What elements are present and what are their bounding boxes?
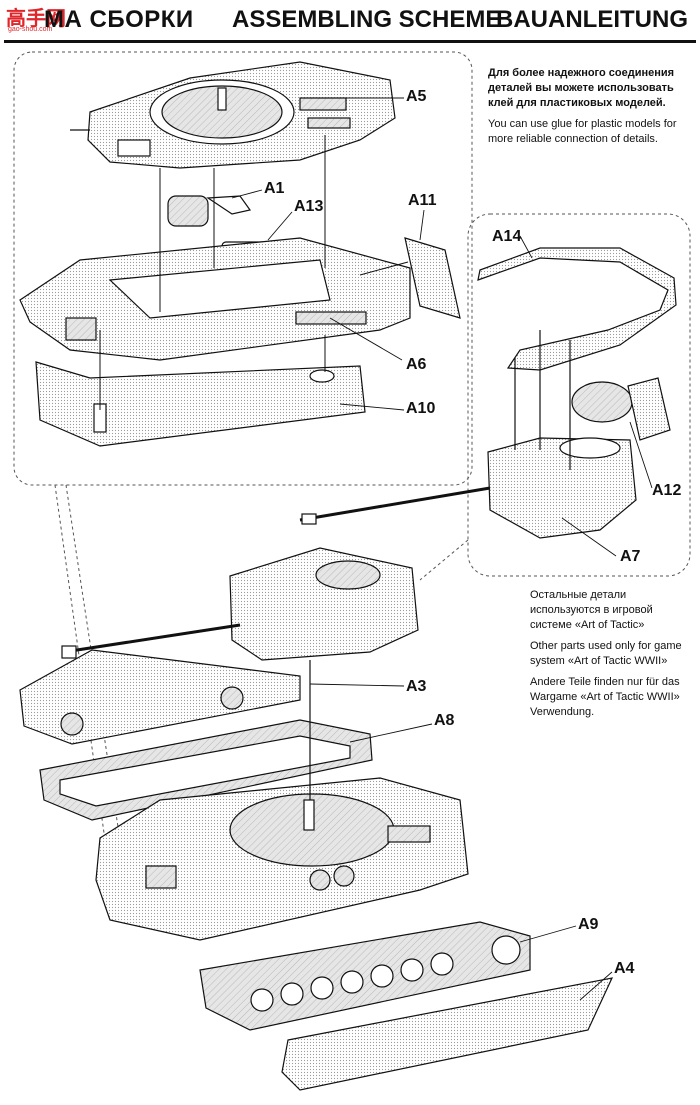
part-a3-assembled-turret — [61, 547, 419, 661]
label-a3: A3 — [406, 678, 427, 695]
header-rule — [4, 40, 696, 43]
assembly-arrows-top — [99, 135, 409, 410]
label-a14: A14 — [492, 228, 522, 245]
title-english: ASSEMBLING SCHEME — [232, 6, 502, 33]
label-a5: A5 — [406, 88, 427, 105]
glue-note: Для более надежного соединения деталей в… — [488, 66, 688, 147]
turret-detail-frame — [467, 213, 691, 577]
label-a7: A7 — [620, 548, 641, 565]
site-logo: 高手网 gao-shou.com — [4, 2, 68, 33]
header: 高手网 gao-shou.com МА СБОРКИ ASSEMBLING SC… — [0, 0, 700, 38]
other-parts-english: Other parts used only for game system «A… — [530, 640, 682, 667]
part-a4-skirt — [281, 977, 614, 1091]
main-hull-assembly — [95, 660, 469, 941]
label-a10: A10 — [406, 400, 436, 417]
logo-text: 高手网 — [6, 6, 66, 30]
label-a9: A9 — [578, 916, 599, 933]
logo-url: gao-shou.com — [8, 26, 53, 33]
label-a1: A1 — [264, 180, 285, 197]
part-a11 — [404, 237, 461, 319]
label-a4: A4 — [614, 960, 635, 977]
label-a6: A6 — [406, 356, 427, 373]
other-parts-note: Остальные детали используются в игровой … — [530, 588, 690, 720]
title-russian: МА СБОРКИ — [44, 6, 194, 33]
label-a11: A11 — [408, 192, 437, 209]
part-a3-fender — [19, 649, 301, 745]
label-leader-lines — [231, 97, 653, 1001]
label-a13: A13 — [294, 198, 324, 215]
other-parts-german: Andere Teile finden nur für das Wargame … — [530, 676, 680, 718]
part-a12-cupola — [571, 377, 671, 441]
label-a8: A8 — [434, 712, 455, 729]
part-a14-turret-skirt — [477, 247, 677, 371]
glue-note-english: You can use glue for plastic models for … — [488, 118, 677, 145]
label-a12: A12 — [652, 482, 682, 499]
part-a5-upper-hull — [70, 61, 396, 169]
part-a8-track — [39, 719, 373, 821]
part-a1 — [167, 195, 252, 227]
hull-detail-frame — [13, 51, 473, 486]
guide-line-right — [419, 539, 469, 581]
part-a6-hull-floor — [19, 237, 411, 361]
other-parts-russian: Остальные детали используются в игровой … — [530, 589, 653, 631]
title-german: BAUANLEITUNG — [496, 6, 688, 33]
part-a7-turret — [299, 330, 637, 539]
part-a10-lower-hull — [35, 361, 366, 447]
glue-note-russian: Для более надежного соединения деталей в… — [488, 67, 675, 109]
part-a9-track — [199, 921, 531, 1031]
